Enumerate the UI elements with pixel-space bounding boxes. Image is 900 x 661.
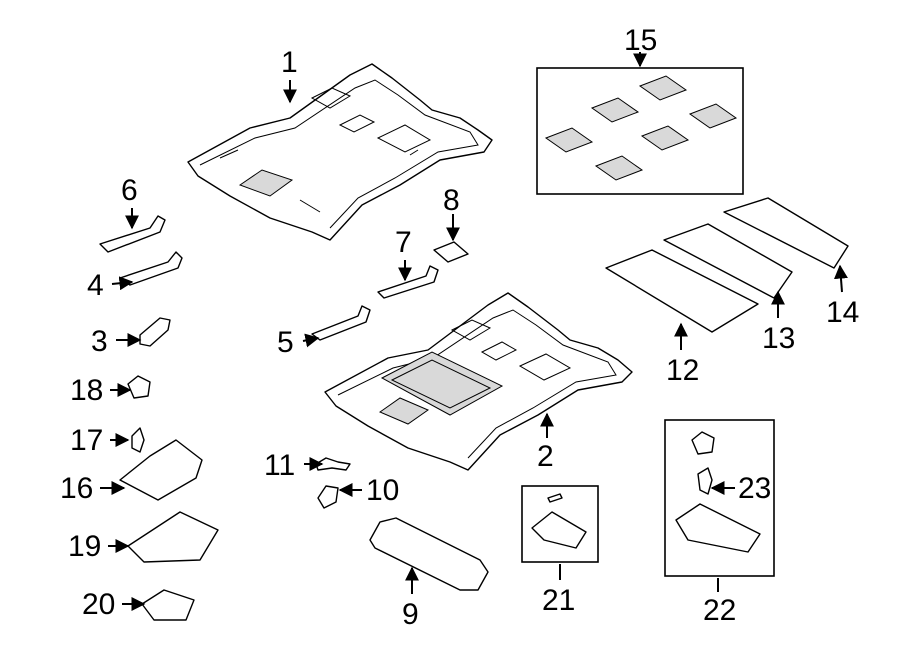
callout-labels: 1 2 3 4 5 6 7 8 9 10 11 12 13 14 15 16 1… [60, 24, 859, 631]
part-7-shape [377, 265, 439, 299]
callout-19: 19 [68, 530, 101, 563]
callout-2: 2 [537, 440, 554, 473]
part-4-shape [119, 251, 183, 286]
bulb-part-21 [547, 493, 563, 503]
callout-3: 3 [91, 325, 108, 358]
callout-4: 4 [87, 269, 104, 302]
callout-12: 12 [666, 354, 699, 387]
callout-16: 16 [60, 472, 93, 505]
callout-14: 14 [826, 296, 859, 329]
lamp-part-21 [531, 511, 587, 549]
leader-lines [100, 52, 848, 611]
callout-18: 18 [70, 374, 103, 407]
headliner-part-2 [324, 292, 633, 471]
lens-part-19 [127, 511, 219, 563]
callout-22: 22 [703, 594, 736, 627]
part-8-shape [433, 241, 469, 263]
kit-box-part-15 [536, 67, 744, 195]
callout-23: 23 [738, 472, 771, 505]
part-3-shape [139, 317, 171, 347]
bulb-part-17 [131, 427, 145, 453]
part-5-shape [311, 305, 371, 341]
callout-13: 13 [762, 322, 795, 355]
lamp-part-22 [675, 503, 761, 553]
panel-part-13 [663, 223, 793, 299]
pads-part-15 [544, 75, 738, 181]
clip-part-18 [127, 375, 151, 399]
callout-15: 15 [624, 24, 657, 57]
console-part-16 [119, 439, 203, 501]
callout-9: 9 [402, 598, 419, 631]
callout-17: 17 [70, 424, 103, 457]
panel-part-12 [605, 249, 759, 333]
callout-8: 8 [443, 184, 460, 217]
cover-part-20 [141, 589, 195, 621]
part-6-shape [99, 215, 166, 253]
callout-7: 7 [395, 226, 412, 259]
kit-box-part-22 [664, 419, 775, 577]
callout-1: 1 [281, 46, 298, 79]
panel-part-14 [723, 197, 849, 269]
callout-20: 20 [82, 588, 115, 621]
part-10-shape [317, 485, 339, 509]
clip-part-22 [691, 431, 715, 455]
kit-box-part-21 [521, 485, 599, 563]
bulb-part-23 [697, 467, 713, 495]
callout-6: 6 [121, 174, 138, 207]
callout-10: 10 [366, 474, 399, 507]
callout-11: 11 [264, 449, 295, 482]
callout-21: 21 [542, 584, 575, 617]
callout-5: 5 [277, 326, 294, 359]
headliner-part-1 [187, 63, 493, 241]
sun-visor-part-9 [369, 517, 489, 591]
